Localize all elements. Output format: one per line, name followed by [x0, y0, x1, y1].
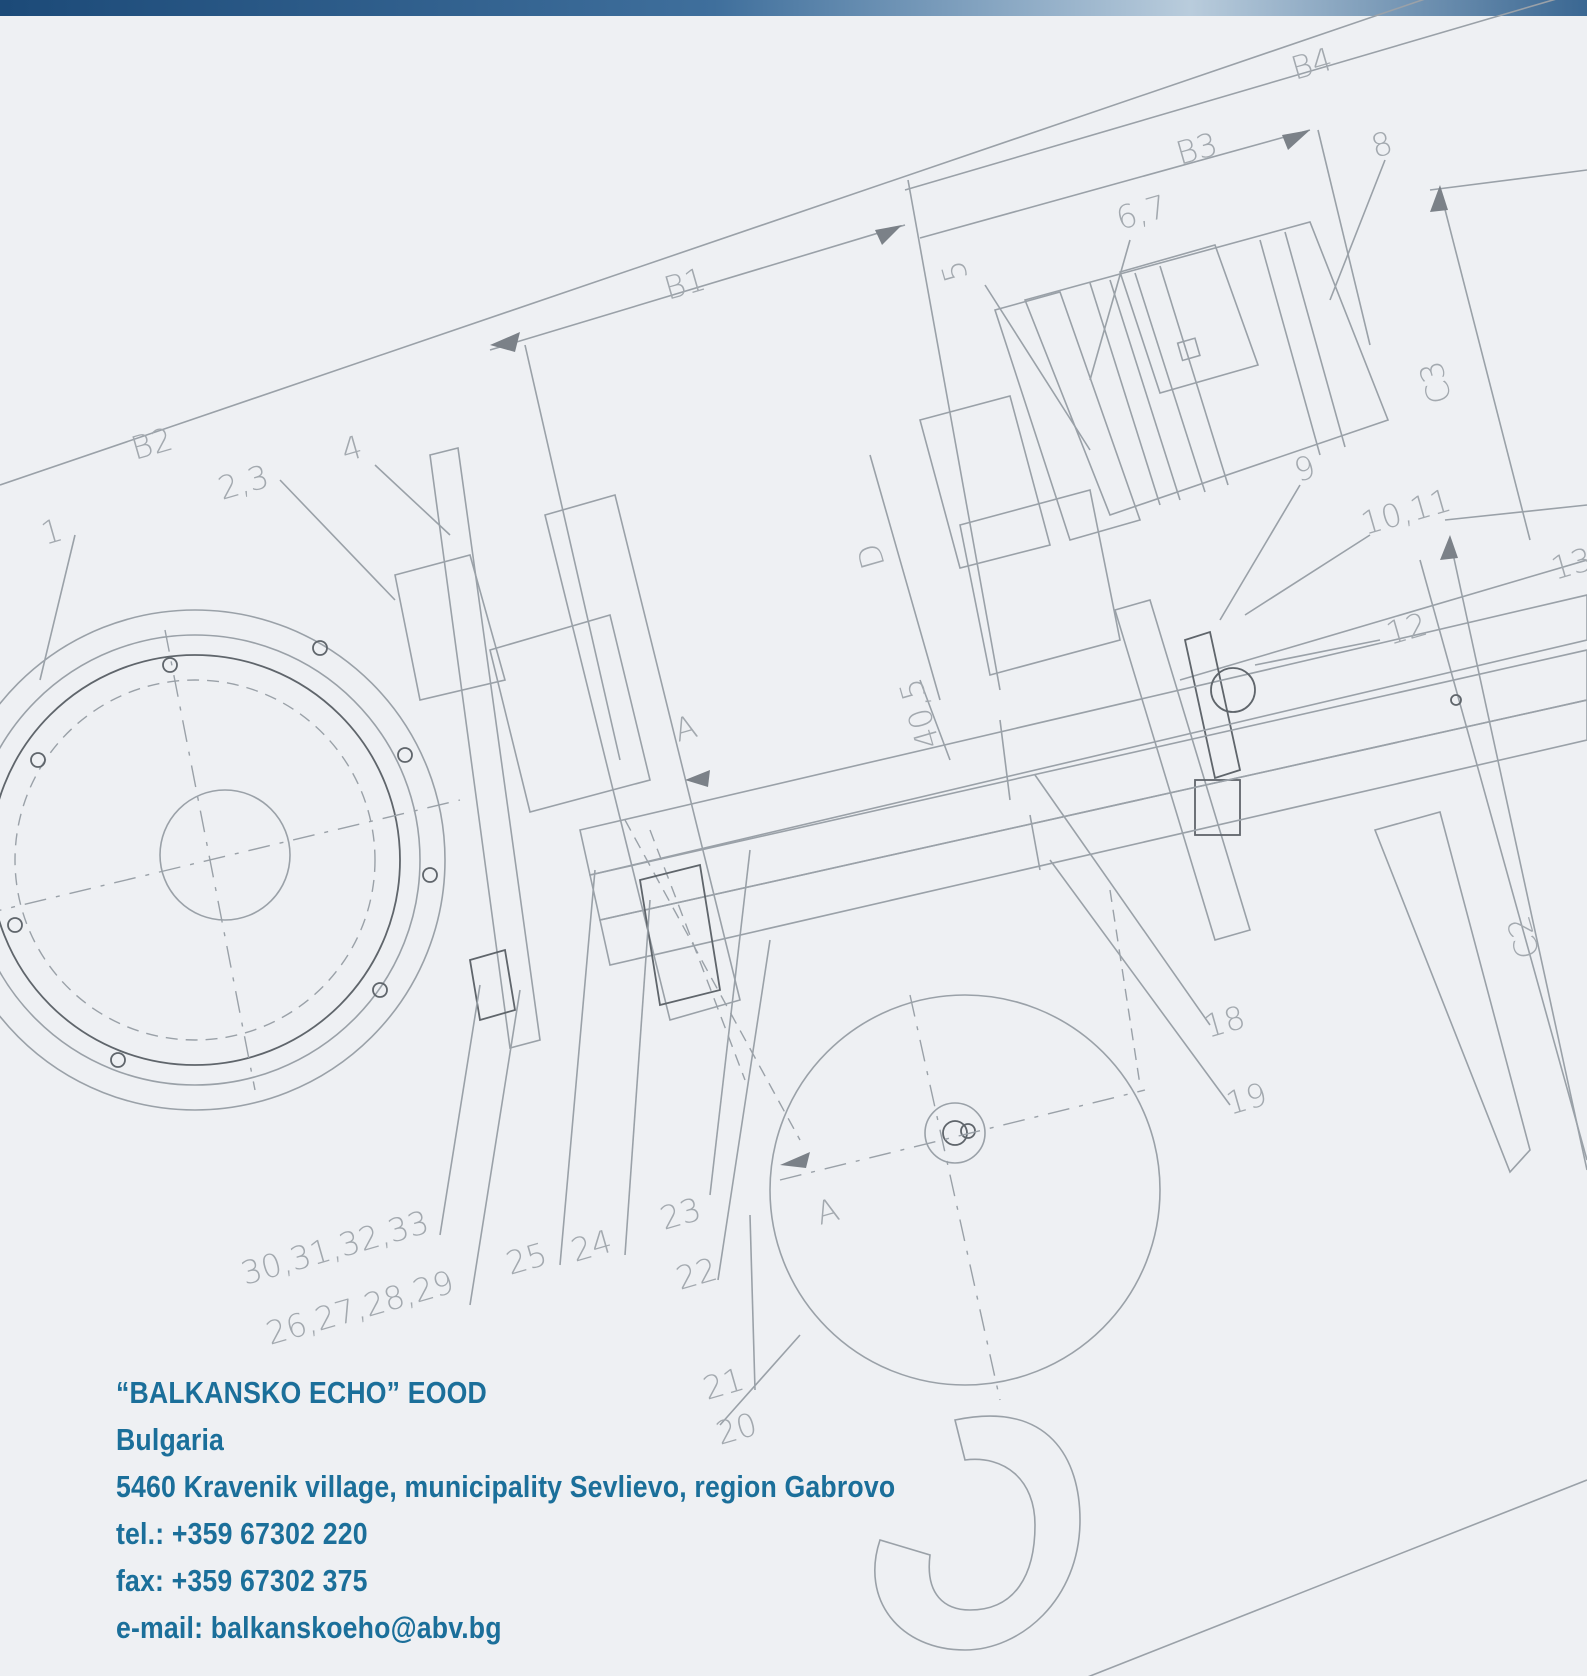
- callout-23: 23: [656, 1190, 706, 1238]
- dim-b3: B3: [1172, 125, 1222, 173]
- callout-19: 19: [1222, 1075, 1272, 1123]
- callout-5: 5: [934, 256, 976, 286]
- callout-24: 24: [567, 1222, 617, 1270]
- section-a-top: A: [670, 707, 702, 750]
- drawing-labels: B4 B3 B1 B2 C3 C2 D 40,5 A A 1 2,3 4 5 6…: [37, 40, 1587, 1453]
- company-fax: fax: +359 67302 375: [116, 1563, 368, 1598]
- bolts-and-brackets: [394, 554, 1462, 1022]
- company-name: “BALKANSKO ECHO” EOOD: [116, 1375, 487, 1410]
- leader-lines: [39, 159, 1386, 1426]
- dim-b4: B4: [1287, 40, 1337, 88]
- callout-4: 4: [337, 428, 367, 470]
- hook-block: [624, 819, 1161, 1651]
- dim-c3: C3: [1411, 357, 1459, 409]
- top-gradient-band: [0, 0, 1587, 16]
- callout-18: 18: [1200, 998, 1250, 1046]
- rope-drum: [0, 609, 461, 1111]
- dim-c2: C2: [1499, 912, 1547, 964]
- callout-10-11: 10,11: [1357, 481, 1456, 543]
- company-country: Bulgaria: [116, 1422, 225, 1457]
- callout-12: 12: [1382, 605, 1432, 653]
- callout-6-7: 6,7: [1112, 187, 1171, 238]
- dim-d: D: [849, 539, 892, 573]
- dim-40-5: 40,5: [892, 674, 948, 753]
- frame-plates: [429, 447, 1531, 1174]
- callout-22: 22: [672, 1250, 722, 1298]
- callout-1: 1: [37, 511, 67, 553]
- company-address: 5460 Kravenik village, municipality Sevl…: [116, 1469, 896, 1504]
- callout-13: 13: [1547, 540, 1587, 588]
- dimension-arrows: [490, 130, 1458, 1168]
- callout-8: 8: [1367, 124, 1397, 166]
- dim-b1: B1: [660, 260, 710, 308]
- motor-assembly: [919, 221, 1390, 676]
- company-email: e-mail: balkanskoeho@abv.bg: [116, 1610, 502, 1645]
- callout-25: 25: [502, 1235, 552, 1283]
- callout-9: 9: [1290, 448, 1320, 490]
- company-contact-block: “BALKANSKO ECHO” EOOD Bulgaria 5460 Krav…: [116, 1369, 895, 1651]
- company-tel: tel.: +359 67302 220: [116, 1516, 368, 1551]
- section-a-bottom: A: [812, 1190, 844, 1233]
- drive-shaft: [579, 594, 1587, 966]
- callout-2-3: 2,3: [214, 457, 273, 508]
